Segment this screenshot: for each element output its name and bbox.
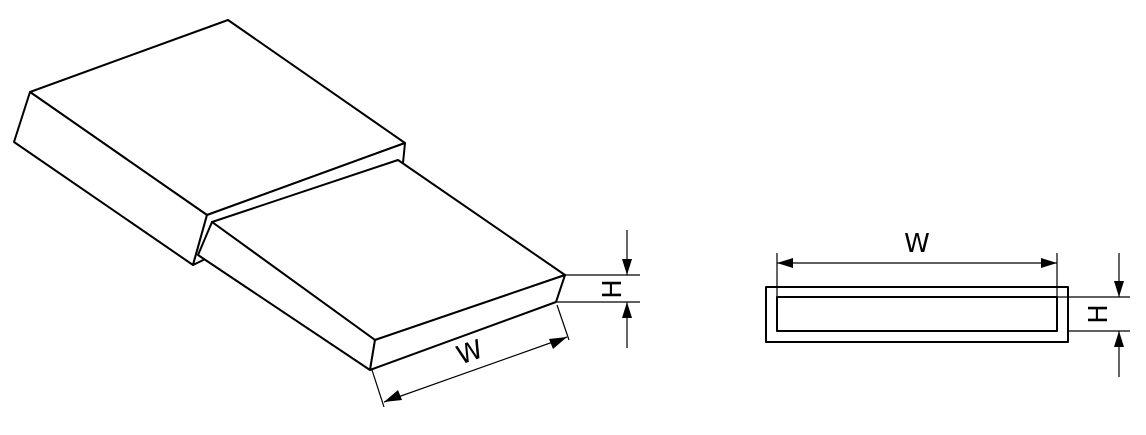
iso-width-arrow-left — [384, 390, 402, 402]
iso-width-line — [383, 336, 568, 403]
iso-height-arrow-down — [622, 259, 632, 275]
section-outer-rect — [765, 286, 1069, 343]
inner-strip — [197, 159, 566, 371]
iso-height-arrow-up — [622, 302, 632, 318]
section-height-dimension: H — [1057, 253, 1130, 377]
iso-width-ext-left — [371, 369, 385, 408]
iso-width-arrow-right — [549, 337, 567, 349]
section-height-arrow-up — [1114, 331, 1124, 347]
section-inner-rect — [776, 296, 1058, 332]
inner-strip-front-face — [369, 274, 566, 371]
section-width-dimension: W — [776, 229, 1058, 297]
iso-width-ext-right — [556, 304, 570, 341]
section-width-label: W — [904, 229, 930, 259]
section-height-label: H — [1084, 304, 1114, 324]
iso-height-dimension: H — [557, 230, 640, 348]
section-width-arrow-left — [777, 258, 793, 268]
iso-height-label: H — [598, 279, 628, 299]
isometric-view: H W — [13, 19, 640, 408]
iso-width-label: W — [453, 335, 487, 372]
section-width-arrow-right — [1041, 258, 1057, 268]
section-height-arrow-down — [1114, 281, 1124, 297]
cross-section-view: W H — [765, 229, 1130, 377]
